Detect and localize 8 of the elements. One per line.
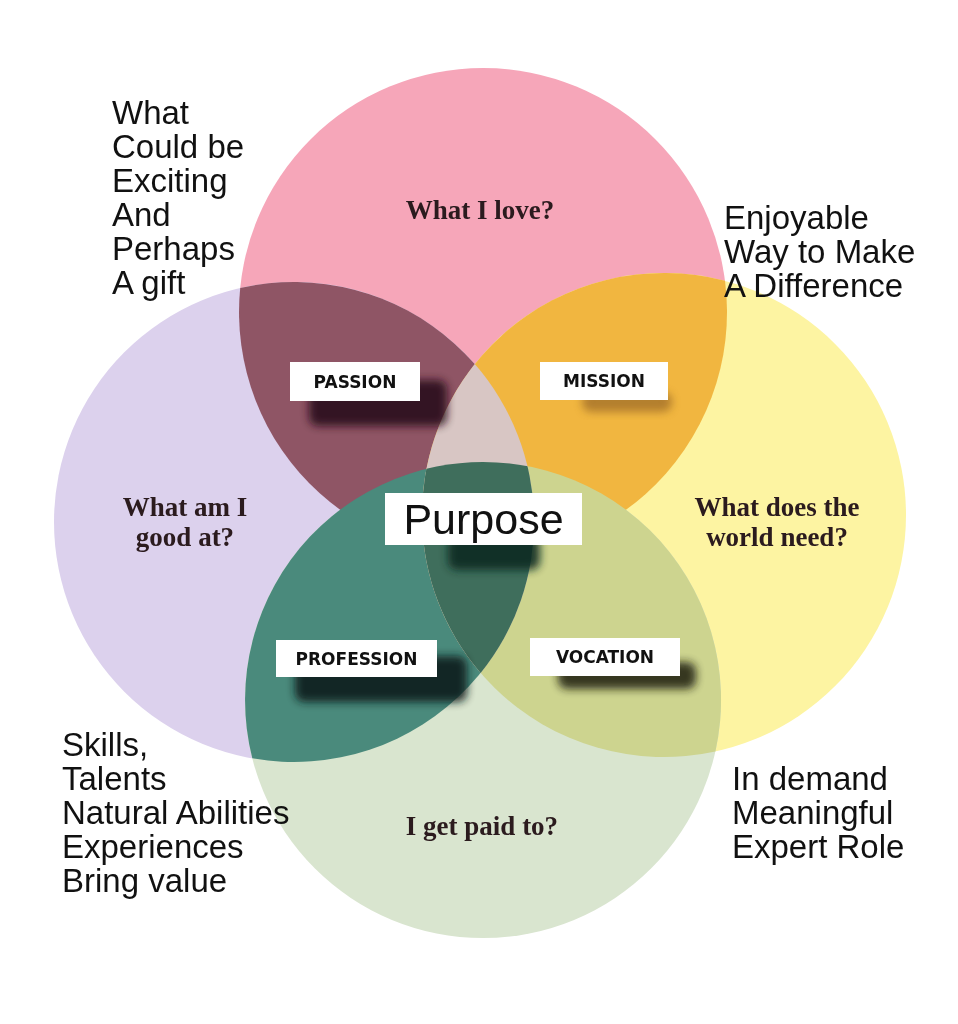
question-text: What does the world need? bbox=[691, 492, 863, 552]
question-text: I get paid to? bbox=[405, 811, 559, 841]
question-text: What I love? bbox=[405, 195, 555, 225]
note-text: Enjoyable Way to Make A Difference bbox=[724, 201, 916, 303]
note-text: In demand Meaningful Expert Role bbox=[732, 762, 905, 864]
note-text: What Could be Exciting And Perhaps A gift bbox=[112, 96, 245, 300]
question-text: What am I good at? bbox=[119, 492, 251, 552]
note-text: Skills, Talents Natural Abilities Experiences Bring value bbox=[62, 728, 290, 898]
